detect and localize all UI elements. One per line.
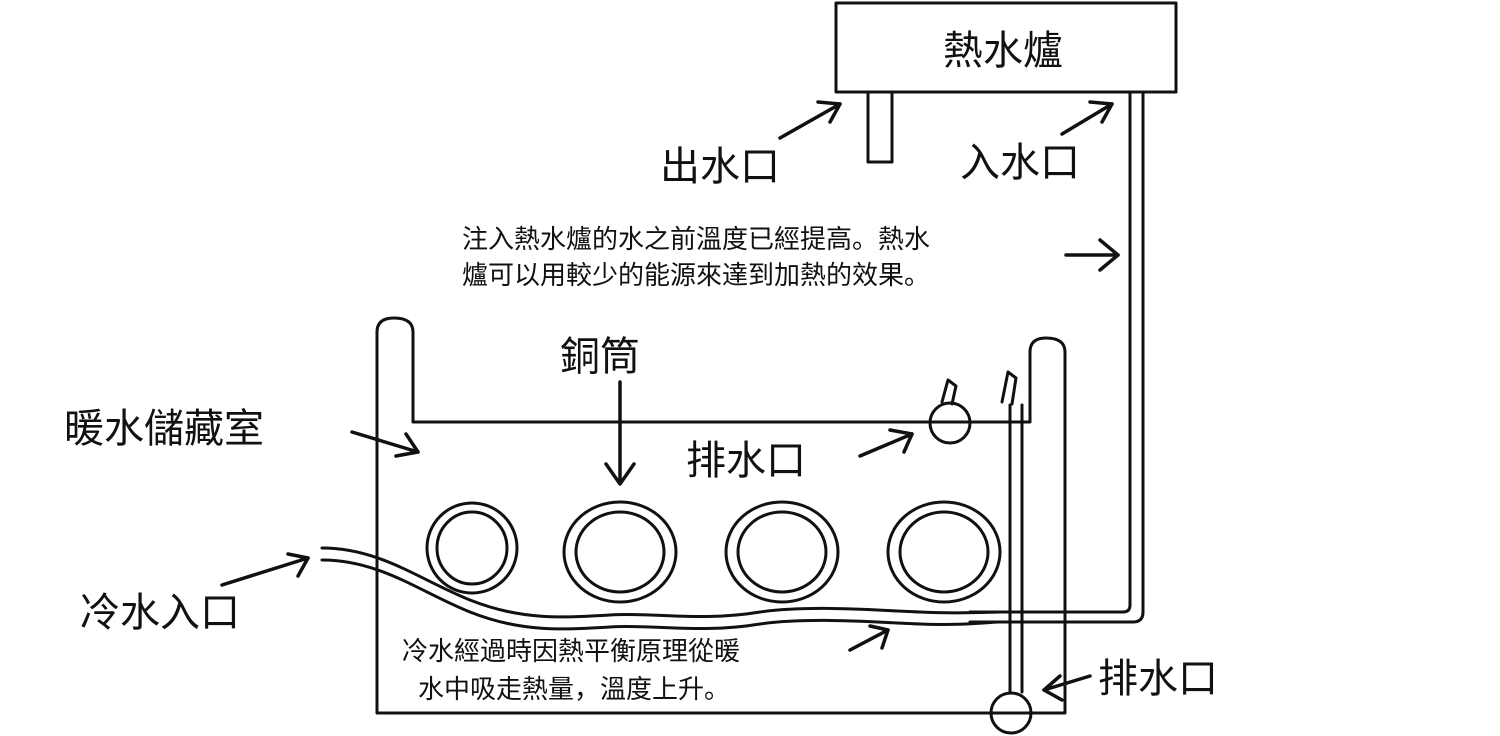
arrow-drain-lower [1042,674,1092,702]
arrow-warm-storage [350,430,420,458]
bottom-note-line-1: 冷水經過時因熱平衡原理從暖 [402,637,740,667]
arrow-cold-inlet [220,552,310,587]
warm-storage-label: 暖水儲藏室 [64,406,264,452]
arrow-drain-upper [858,428,914,458]
lower-drain-valve [989,370,1033,735]
top-note-line-2: 爐可以用較少的能源來達到加熱的效果。 [462,261,930,291]
upper-drain-valve [928,378,972,445]
water-heater-box [834,1,1178,94]
drain-lower-label: 排水口 [1098,656,1218,702]
heater-outlet-pipe [866,90,894,164]
arrow-inlet [1060,100,1114,136]
arrow-copper-tube [604,380,636,486]
arrow-outlet [778,100,842,140]
warm-storage-tank [375,316,1067,715]
arrow-note-bottom [848,624,890,652]
drain-upper-label: 排水口 [686,438,806,484]
bottom-note-line-2: 水中吸走熱量，溫度上升。 [418,675,730,705]
water-heater-label: 熱水爐 [943,28,1063,74]
heater-inlet-pipe-inner [968,90,1145,624]
outlet-label: 出水口 [660,144,780,190]
copper-coil [320,500,1002,631]
arrow-note-top [1064,238,1120,272]
top-note-line-1: 注入熱水爐的水之前溫度已經提高。熱水 [462,225,930,255]
copper-tube-label: 銅筒 [560,334,640,380]
cold-inlet-label: 冷水入口 [80,590,240,636]
inlet-label: 入水口 [960,140,1080,186]
heater-inlet-pipe [968,90,1132,614]
